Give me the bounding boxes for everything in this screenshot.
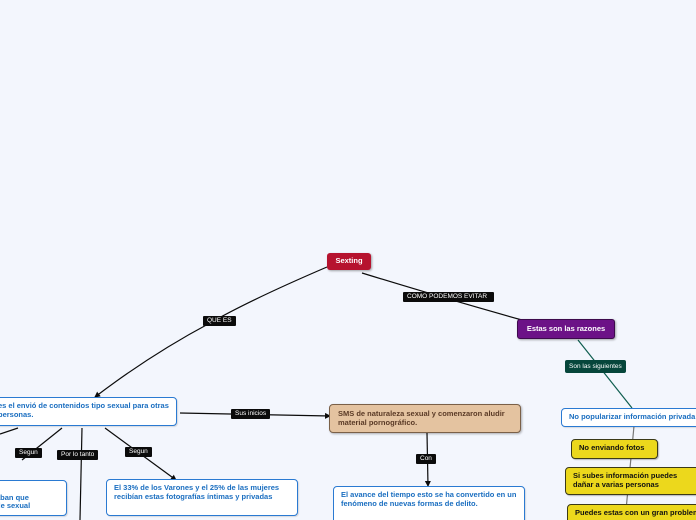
node-definicion[interactable]: es el envió de contenidos tipo sexual pa… bbox=[0, 397, 177, 426]
label-segun-right[interactable]: Segun bbox=[125, 447, 152, 457]
label-son-las-siguientes[interactable]: Son las siguientes bbox=[565, 360, 626, 373]
link-root-definicion bbox=[94, 266, 328, 398]
node-info-privada-text: No popularizar información privada bbox=[569, 412, 696, 421]
node-sms-inicios[interactable]: SMS de naturaleza sexual y comenzaron al… bbox=[329, 404, 521, 433]
label-por-lo-tanto[interactable]: Por lo tanto bbox=[57, 450, 99, 460]
node-definicion-text: es el envió de contenidos tipo sexual pa… bbox=[0, 401, 169, 419]
node-fotos-text: No enviando fotos bbox=[579, 443, 645, 452]
label-con[interactable]: Con bbox=[416, 454, 436, 464]
root-node-sexting[interactable]: Sexting bbox=[327, 253, 371, 270]
node-porcentaje-text: El 33% de los Varones y el 25% de las mu… bbox=[114, 483, 280, 501]
node-sms-text: SMS de naturaleza sexual y comenzaron al… bbox=[338, 409, 505, 427]
node-avance-tiempo[interactable]: El avance del tiempo esto se ha converti… bbox=[333, 486, 525, 520]
node-porcentaje[interactable]: El 33% de los Varones y el 25% de las mu… bbox=[106, 479, 298, 516]
link-def-porlotanto bbox=[79, 427, 83, 520]
node-razones-label: Estas son las razones bbox=[526, 324, 606, 333]
link-def-left-edge bbox=[0, 427, 19, 435]
node-subes-text: Si subes información puedes dañar a vari… bbox=[573, 471, 678, 489]
node-left-cutoff-text: aban que de sexual bbox=[0, 492, 31, 511]
node-subes-informacion[interactable]: Si subes información puedes dañar a vari… bbox=[565, 467, 696, 495]
label-que-es[interactable]: QUE ES bbox=[203, 316, 236, 326]
node-problema-text: Puedes estas con un gran problema bbox=[575, 508, 696, 517]
label-como-podemos-evitar[interactable]: COMO PODEMOS EVITAR bbox=[403, 292, 494, 302]
label-sus-inicios[interactable]: Sus inicios bbox=[231, 409, 271, 419]
root-node-label: Sexting bbox=[335, 256, 363, 265]
node-info-privada[interactable]: No popularizar información privada bbox=[561, 408, 696, 427]
node-left-cutoff[interactable]: aban que de sexual bbox=[0, 480, 67, 516]
node-no-enviando-fotos[interactable]: No enviando fotos bbox=[571, 439, 658, 459]
node-avance-text: El avance del tiempo esto se ha converti… bbox=[341, 490, 517, 508]
label-segun-left[interactable]: Segun bbox=[15, 448, 42, 458]
node-estas-son-las-razones[interactable]: Estas son las razones bbox=[517, 319, 615, 339]
link-razones-info bbox=[577, 339, 633, 409]
node-gran-problema[interactable]: Puedes estas con un gran problema bbox=[567, 504, 696, 520]
